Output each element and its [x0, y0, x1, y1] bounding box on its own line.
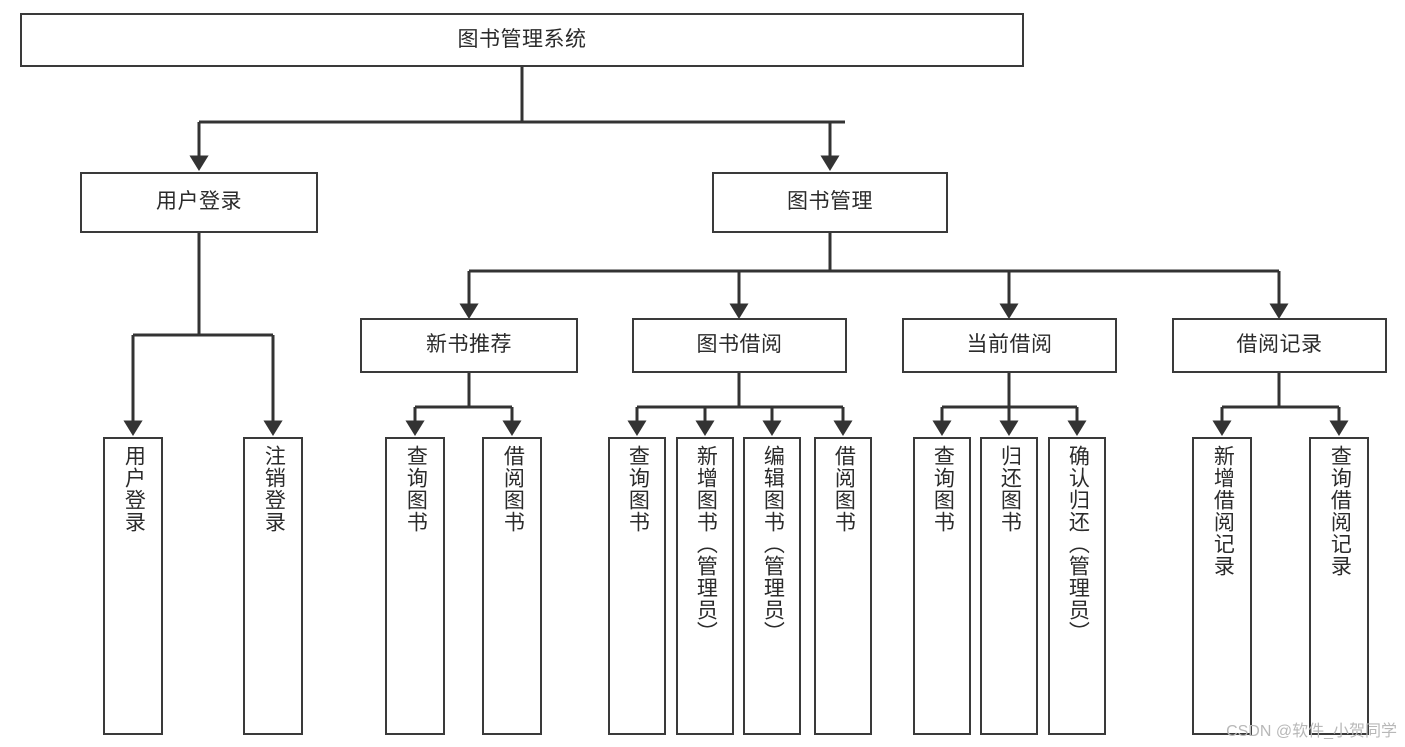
node-label: 借阅记录	[1236, 333, 1323, 357]
node-label: 注销登录	[262, 445, 286, 533]
node-label: 图书借阅	[696, 333, 783, 357]
node-new-book-recommendation[interactable]: 新书推荐	[360, 318, 578, 373]
node-label: 编辑图书（管理员）	[761, 445, 785, 643]
leaf-book-borrowing-4[interactable]: 借阅图书	[814, 437, 872, 735]
node-label: 查询图书	[626, 445, 650, 533]
node-label: 确认归还（管理员）	[1066, 445, 1090, 643]
node-label: 用户登录	[122, 445, 146, 533]
node-label: 借阅图书	[501, 445, 525, 533]
leaf-borrowing-records-1[interactable]: 新增借阅记录	[1192, 437, 1252, 735]
node-label: 借阅图书	[832, 445, 856, 533]
node-label: 查询图书	[931, 445, 955, 533]
node-book-borrowing[interactable]: 图书借阅	[632, 318, 847, 373]
leaf-book-borrowing-3[interactable]: 编辑图书（管理员）	[743, 437, 801, 735]
node-label: 图书管理	[787, 190, 873, 214]
node-label: 图书管理系统	[457, 27, 587, 51]
leaf-current-borrowing-2[interactable]: 归还图书	[980, 437, 1038, 735]
node-label: 查询借阅记录	[1328, 445, 1352, 577]
node-label: 新书推荐	[426, 333, 512, 357]
node-label: 新增借阅记录	[1211, 445, 1235, 577]
node-current-borrowing[interactable]: 当前借阅	[902, 318, 1117, 373]
node-label: 用户登录	[156, 190, 242, 214]
leaf-book-borrowing-2[interactable]: 新增图书（管理员）	[676, 437, 734, 735]
node-label: 查询图书	[404, 445, 428, 533]
leaf-book-borrowing-1[interactable]: 查询图书	[608, 437, 666, 735]
leaf-current-borrowing-1[interactable]: 查询图书	[913, 437, 971, 735]
node-label: 当前借阅	[966, 333, 1053, 357]
node-book-management[interactable]: 图书管理	[712, 172, 948, 233]
leaf-borrowing-records-2[interactable]: 查询借阅记录	[1309, 437, 1369, 735]
leaf-user-login-1[interactable]: 用户登录	[103, 437, 163, 735]
node-label: 新增图书（管理员）	[694, 445, 718, 643]
leaf-current-borrowing-3[interactable]: 确认归还（管理员）	[1048, 437, 1106, 735]
node-root-book-management-system[interactable]: 图书管理系统	[20, 13, 1024, 67]
leaf-new-book-recommendation-1[interactable]: 查询图书	[385, 437, 445, 735]
node-user-login[interactable]: 用户登录	[80, 172, 318, 233]
watermark-text: CSDN @软件_小贺同学	[1226, 723, 1397, 740]
leaf-new-book-recommendation-2[interactable]: 借阅图书	[482, 437, 542, 735]
node-borrowing-records[interactable]: 借阅记录	[1172, 318, 1387, 373]
leaf-user-login-2[interactable]: 注销登录	[243, 437, 303, 735]
node-label: 归还图书	[998, 445, 1022, 533]
